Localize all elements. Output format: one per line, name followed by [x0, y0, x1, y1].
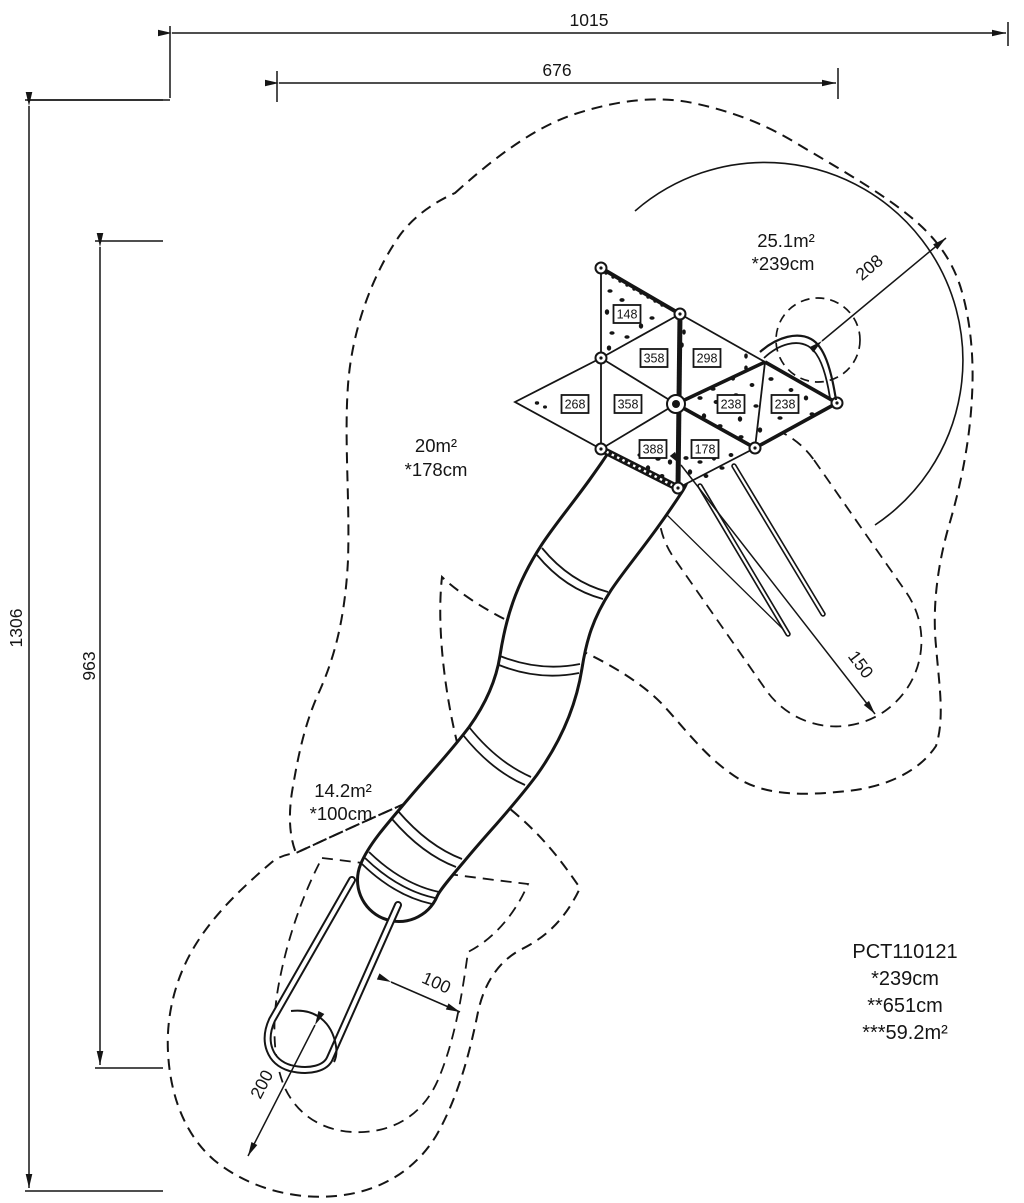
zone-main-area: 20m² — [415, 435, 457, 456]
panel-label-box: 268 — [560, 394, 590, 414]
zone-entry-height: *239cm — [752, 253, 815, 274]
panel-label-box: 358 — [613, 394, 643, 414]
dimension-slide-width: 100 — [376, 967, 461, 1013]
tube-slide — [356, 425, 691, 923]
impact-zone-exit-hatched — [273, 857, 530, 1134]
safety-zone-upper-outline — [288, 98, 974, 855]
tower-structure: 148 358 298 268 358 238 — [513, 261, 844, 495]
entry-platform-circle — [775, 297, 861, 383]
panel-label: 388 — [643, 443, 664, 457]
dimension-radius-side: 150 — [669, 451, 878, 715]
zone-exit-area: 14.2m² — [314, 780, 372, 801]
panel-label-box: 148 — [612, 304, 642, 324]
dim-overall-height-label: 1306 — [6, 609, 26, 648]
dimension-tower-height: 963 — [79, 233, 163, 1069]
panel-label-box: 358 — [639, 348, 669, 368]
zone-entry-area: 25.1m² — [757, 230, 815, 251]
panel-label: 178 — [695, 443, 716, 457]
dimension-overall-width: 1015 — [27, 10, 1009, 101]
panel-label-box: 298 — [692, 348, 722, 368]
dim-exit-radius-label: 200 — [246, 1066, 277, 1101]
panel-label: 358 — [644, 352, 665, 366]
dimensions: 1015 676 1306 963 208 150 — [6, 10, 1009, 1192]
panel-label: 238 — [775, 398, 796, 412]
panel-label-box: 178 — [690, 439, 720, 459]
dim-platform-width-label: 676 — [542, 60, 571, 80]
tube-joint-rings — [361, 547, 609, 905]
zone-exit-height: *100cm — [310, 803, 373, 824]
legend-line-2: **651cm — [867, 995, 943, 1017]
panel-label: 358 — [618, 398, 639, 412]
legend-line-3: ***59.2m² — [862, 1022, 948, 1044]
panel-label-box: 238 — [716, 394, 746, 414]
dim-overall-width-label: 1015 — [570, 10, 609, 30]
legend-block: PCT110121 *239cm **651cm ***59.2m² — [852, 941, 957, 1044]
panel-labels: 148 358 298 268 358 238 — [560, 304, 800, 459]
zone-labels: 25.1m² *239cm 20m² *178cm 14.2m² *100cm — [310, 230, 815, 824]
zone-main-height: *178cm — [405, 459, 468, 480]
dim-radius-side-label: 150 — [844, 647, 878, 683]
dim-tower-height-label: 963 — [79, 651, 99, 680]
dim-slide-width-label: 100 — [419, 967, 454, 997]
panel-label: 238 — [721, 398, 742, 412]
panel-label: 298 — [697, 352, 718, 366]
panel-label: 268 — [565, 398, 586, 412]
dimension-overall-height: 1306 — [6, 92, 163, 1192]
dim-radius-entry-label: 208 — [852, 250, 887, 284]
dimension-exit-radius: 200 — [246, 1011, 325, 1157]
panel-label-box: 238 — [770, 394, 800, 414]
legend-line-1: *239cm — [871, 968, 939, 990]
panel-label-box: 388 — [638, 439, 668, 459]
dimension-platform-width: 676 — [265, 60, 839, 102]
impact-zone-right-hatched — [657, 422, 923, 728]
panel-label: 148 — [617, 308, 638, 322]
dimension-radius-entry: 208 — [809, 237, 947, 353]
product-code: PCT110121 — [852, 941, 957, 963]
